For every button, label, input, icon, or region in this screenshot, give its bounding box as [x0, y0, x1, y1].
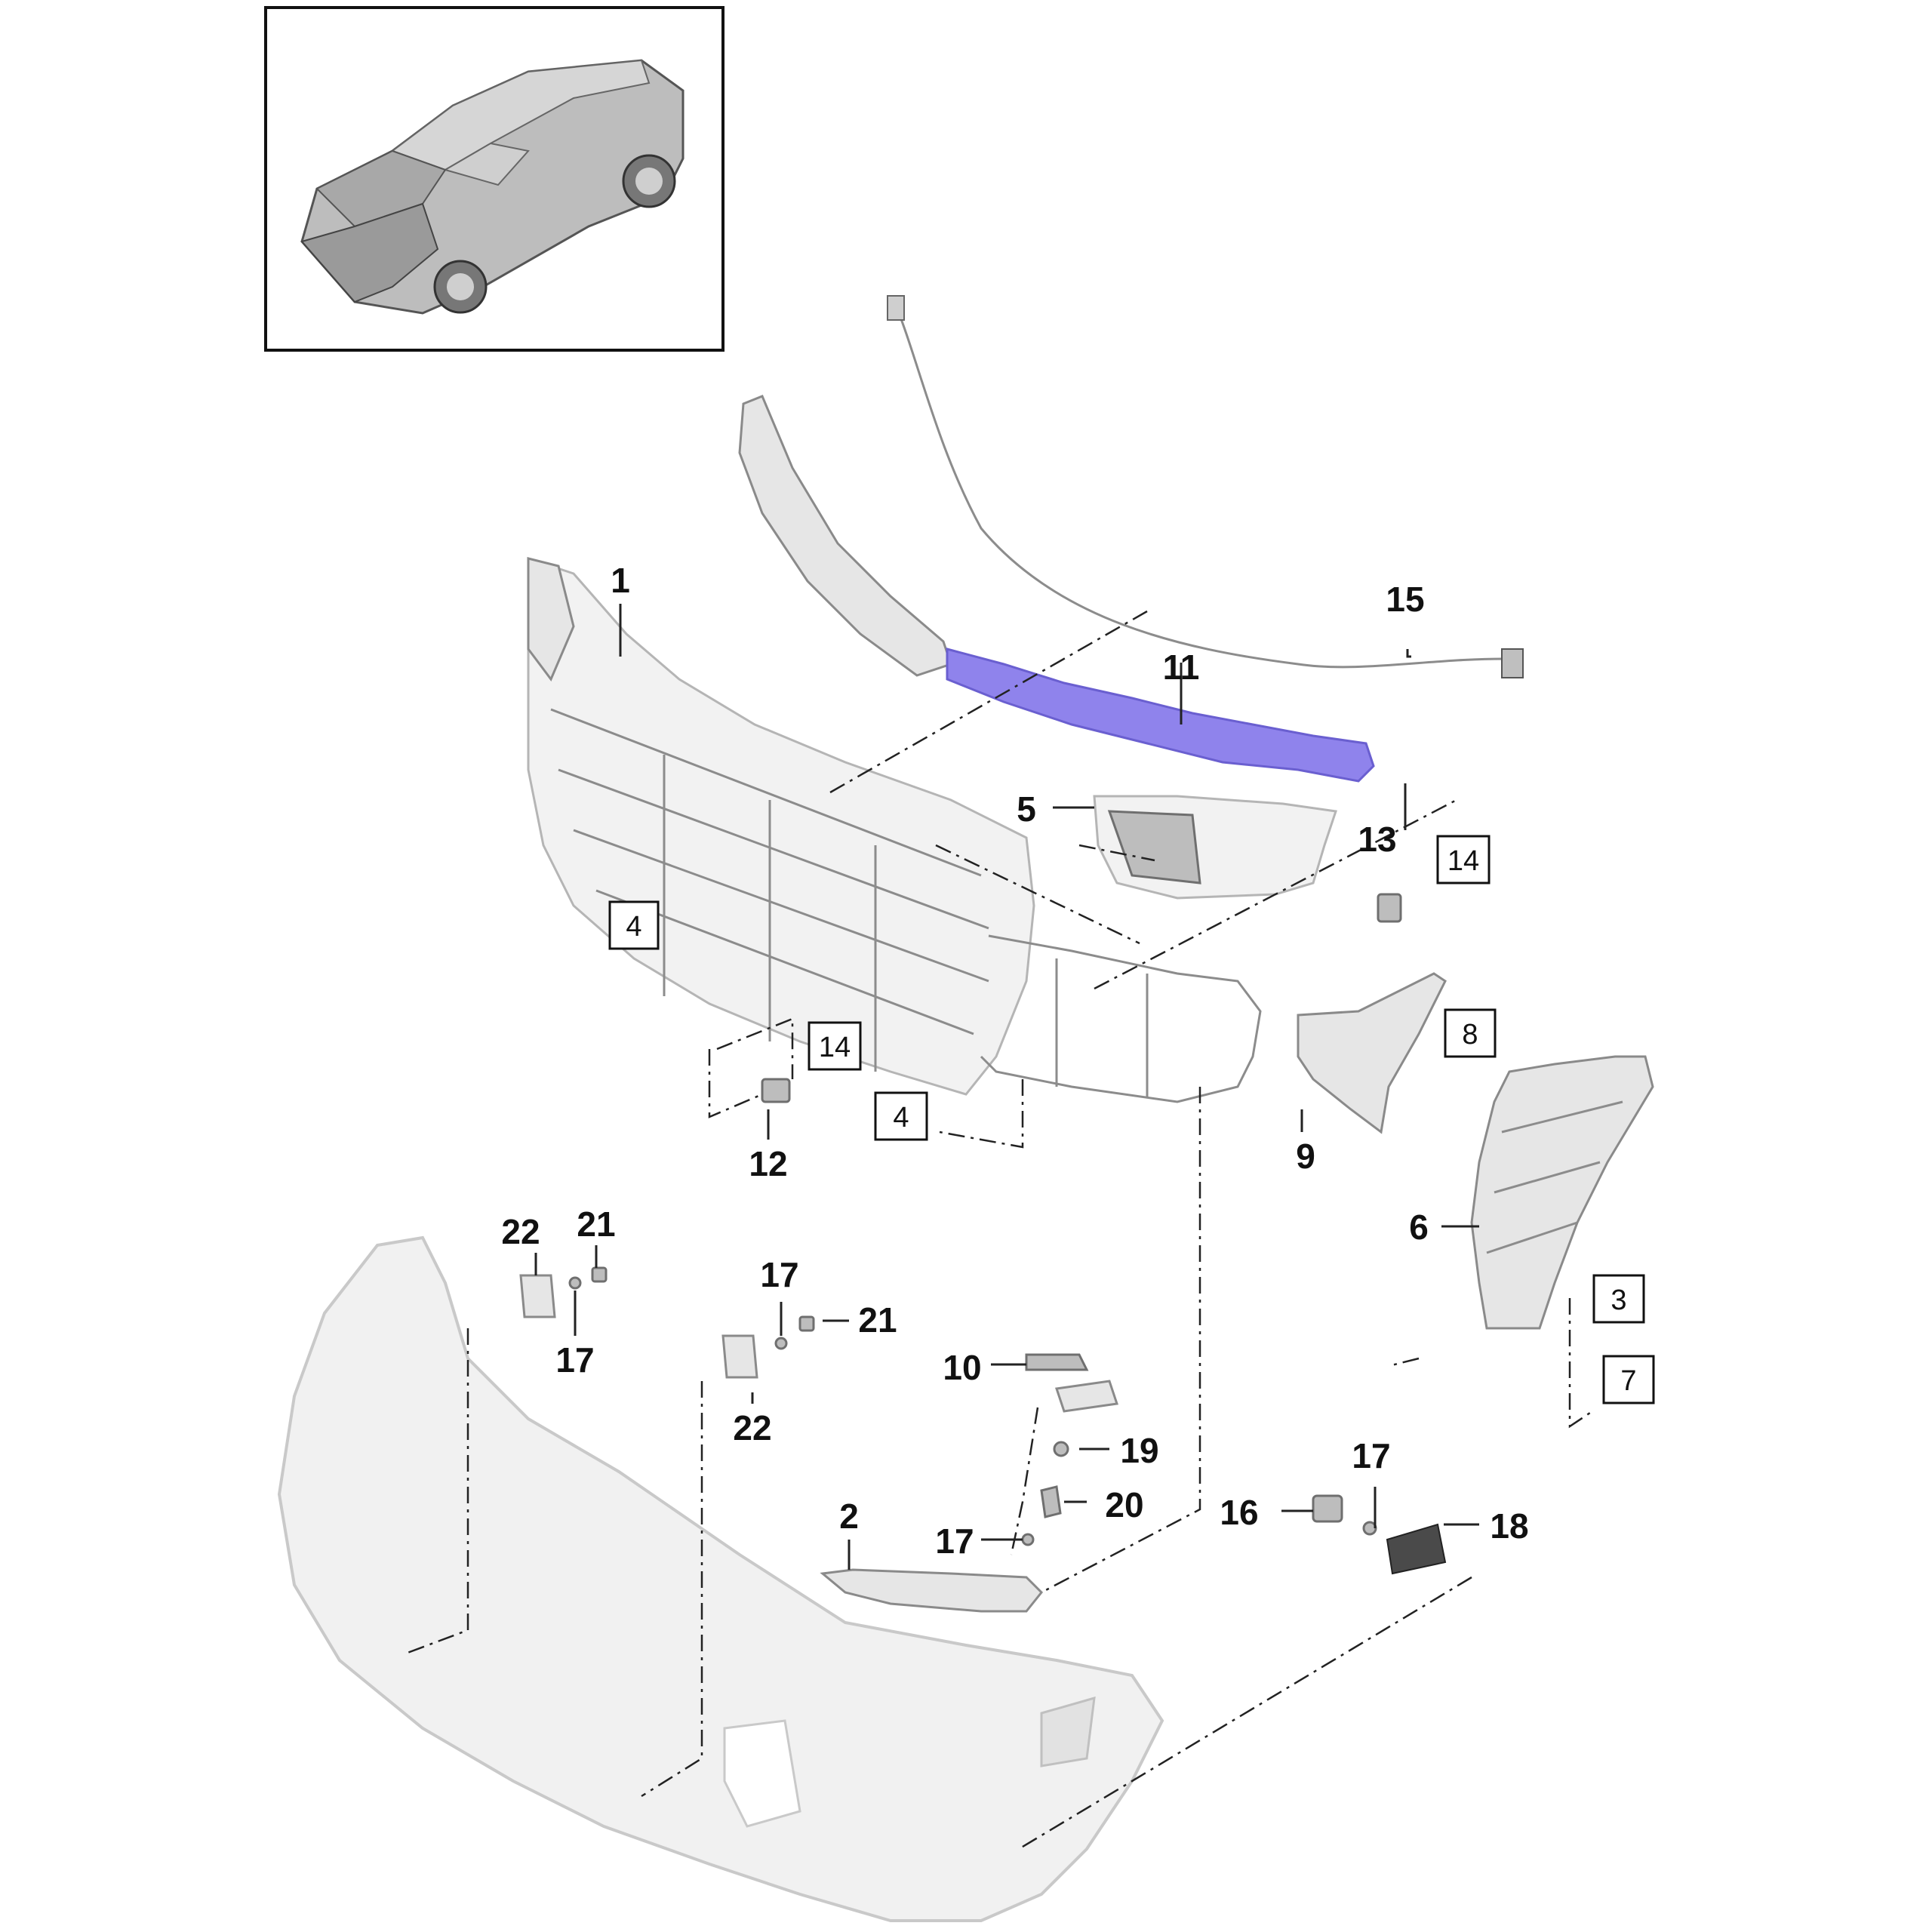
callout-15: 15	[1386, 580, 1424, 619]
callout-5: 5	[1017, 789, 1036, 829]
boxed-ref-14-lower-label: 14	[819, 1032, 851, 1063]
boxed-ref-7-label: 7	[1620, 1365, 1636, 1397]
callout-20: 20	[1105, 1485, 1143, 1524]
small-brackets-center	[721, 1315, 815, 1379]
clips-19-20-17	[1021, 1441, 1069, 1546]
boxed-ref-4-lower: 4	[874, 1091, 928, 1141]
boxed-ref-14-upper-label: 14	[1447, 845, 1479, 877]
callout-2: 2	[839, 1497, 859, 1536]
boxed-ref-4-lower-label: 4	[893, 1102, 909, 1134]
sensor-holder-16-17-18	[1312, 1494, 1447, 1575]
assembly-lines	[407, 610, 1593, 1850]
vehicle-illustration	[300, 59, 685, 315]
boxed-ref-14-upper: 14	[1436, 835, 1491, 884]
small-brackets-left	[519, 1266, 608, 1318]
callout-6: 6	[1409, 1208, 1429, 1247]
air-guide-part-9	[1297, 972, 1447, 1134]
boxed-ref-4-upper-label: 4	[626, 911, 641, 943]
callout-11: 11	[1163, 648, 1200, 687]
grille-frame-part-1	[527, 556, 1035, 1096]
boxed-ref-14-lower: 14	[808, 1021, 862, 1071]
boxed-ref-3: 3	[1592, 1274, 1645, 1324]
callout-17-center-upper: 17	[760, 1255, 798, 1294]
boxed-ref-4-upper: 4	[608, 900, 660, 950]
sensor-part-13	[1377, 893, 1402, 923]
boxed-ref-7: 7	[1602, 1355, 1655, 1404]
trim-strip-part-2	[820, 1568, 1044, 1613]
side-carrier-part-6	[1470, 1055, 1654, 1330]
callout-labels: 1 2 5 6 9 10 11 12 13 15 16 17 17 17 17 …	[501, 561, 1528, 1561]
sensor-part-12	[761, 1078, 791, 1103]
bumper-cover	[277, 1235, 1164, 1922]
callout-17-center-lower: 17	[935, 1521, 974, 1561]
callout-13: 13	[1358, 820, 1396, 859]
callout-17-right: 17	[1352, 1436, 1390, 1475]
boxed-ref-8: 8	[1444, 1008, 1497, 1058]
energy-absorber-part-11	[738, 395, 1375, 783]
boxed-reference-labels: 4 4 14 14 8 3 7	[608, 835, 1655, 1404]
lower-bracket-frame	[980, 934, 1262, 1103]
callout-22-left: 22	[501, 1212, 540, 1251]
wiring-harness-part-15	[887, 295, 1524, 678]
callout-22-center: 22	[733, 1408, 771, 1447]
leader-lines	[534, 604, 1479, 1570]
callout-1: 1	[611, 561, 630, 600]
highlighted-absorber	[946, 648, 1375, 783]
callout-10: 10	[943, 1348, 981, 1387]
boxed-ref-8-label: 8	[1462, 1019, 1478, 1051]
bracket-part-10	[1025, 1353, 1118, 1413]
callout-12: 12	[749, 1144, 787, 1183]
callout-21-center: 21	[858, 1300, 897, 1340]
vehicle-thumbnail	[264, 6, 724, 352]
callout-16: 16	[1220, 1493, 1258, 1532]
callout-21-left: 21	[577, 1204, 615, 1244]
fog-light-frame-part-5	[1093, 795, 1337, 900]
callout-17-left: 17	[555, 1340, 594, 1380]
callout-18: 18	[1490, 1506, 1528, 1546]
boxed-ref-3-label: 3	[1611, 1284, 1626, 1316]
callout-9: 9	[1296, 1137, 1315, 1176]
callout-19: 19	[1120, 1431, 1158, 1470]
